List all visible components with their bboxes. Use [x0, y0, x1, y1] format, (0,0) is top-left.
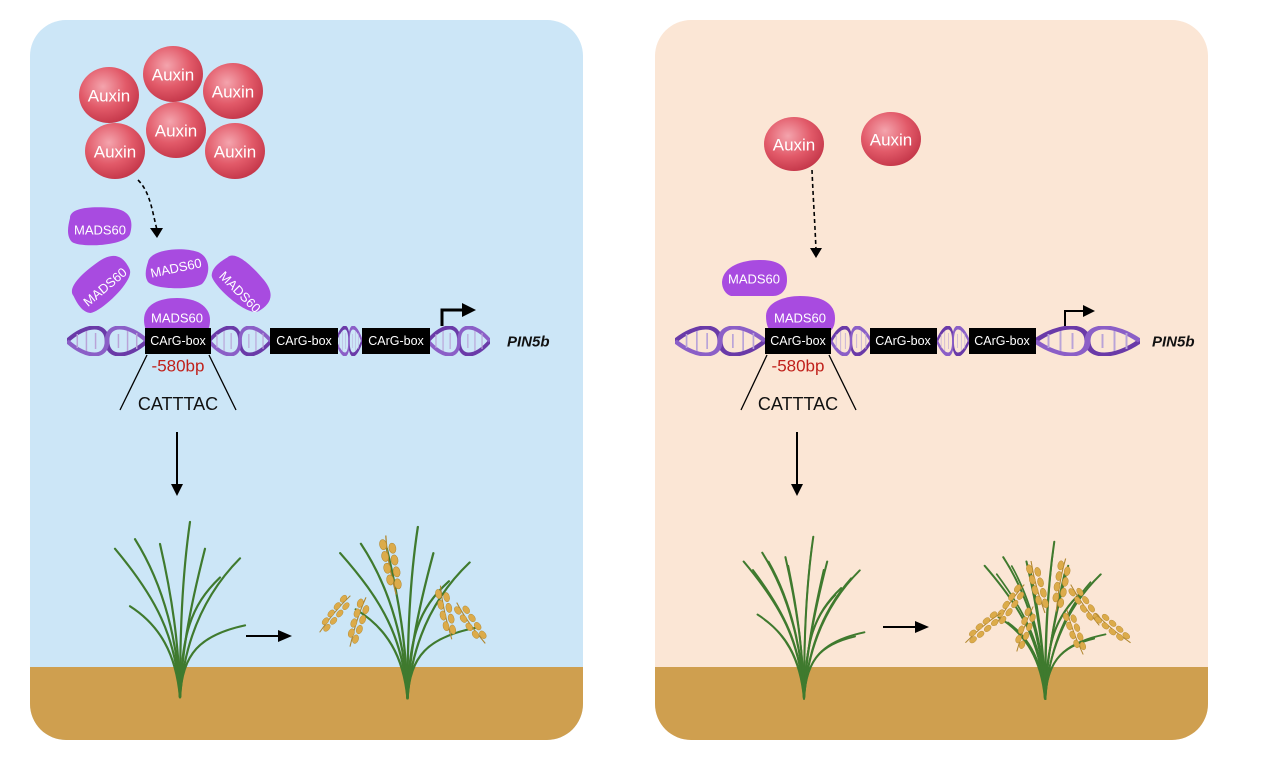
- down-arrow: [171, 432, 183, 496]
- mads60-protein-icon: [68, 207, 271, 336]
- mads60-label: MADS60: [73, 222, 127, 238]
- position-label: -580bp: [151, 356, 205, 376]
- carg-box-label: CArG-box: [770, 333, 826, 348]
- carg-box-label: CArG-box: [368, 333, 424, 348]
- transcription-start-arrow-icon: [440, 303, 476, 326]
- carg-box: [362, 328, 430, 354]
- gene-label: PIN5b: [507, 333, 550, 351]
- motif-zoom-lines: [119, 354, 237, 411]
- soil: [655, 667, 1208, 740]
- carg-box-label: CArG-box: [974, 333, 1030, 348]
- transcription-start-arrow-icon: [1064, 305, 1095, 326]
- down-arrow: [791, 432, 803, 496]
- position-label: -580bp: [771, 356, 825, 376]
- motif-zoom-lines: [740, 354, 857, 411]
- motif-sequence: CATTTAC: [757, 394, 839, 414]
- auxin-label: Auxin: [869, 130, 913, 150]
- horizontal-arrow: [246, 630, 292, 642]
- left-panel: Auxin Auxin Auxin Auxin Auxin Auxin MADS…: [30, 20, 583, 740]
- carg-box: [145, 328, 211, 354]
- carg-box: [870, 328, 937, 354]
- carg-box: [765, 328, 831, 354]
- auxin-label: Auxin: [213, 142, 257, 162]
- mads60-label: MADS60: [150, 310, 204, 326]
- right-panel: Auxin Auxin MADS60 MADS60 CArG-box CArG-…: [655, 20, 1208, 740]
- mads60-label: MADS60: [773, 310, 827, 326]
- mads60-protein-icon: [722, 260, 835, 334]
- panel-background: [655, 20, 1208, 740]
- auxin-label: Auxin: [151, 65, 195, 85]
- auxin-label: Auxin: [93, 142, 137, 162]
- carg-box-label: CArG-box: [276, 333, 332, 348]
- auxin-label: Auxin: [211, 82, 255, 102]
- left-panel-graphics: [30, 20, 583, 740]
- carg-box-label: CArG-box: [150, 333, 206, 348]
- carg-box-label: CArG-box: [875, 333, 931, 348]
- motif-sequence: CATTTAC: [137, 394, 219, 414]
- auxin-molecule-icon: [79, 46, 265, 179]
- auxin-label: Auxin: [772, 135, 816, 155]
- gene-label: PIN5b: [1152, 333, 1195, 351]
- right-panel-graphics: [655, 20, 1208, 740]
- soil: [30, 667, 583, 740]
- auxin-molecule-icon: [764, 112, 921, 171]
- auxin-label: Auxin: [154, 121, 198, 141]
- dashed-arrow: [810, 169, 822, 258]
- carg-box: [969, 328, 1036, 354]
- dashed-arrow: [137, 179, 163, 238]
- carg-box: [270, 328, 338, 354]
- horizontal-arrow: [883, 621, 929, 633]
- mads60-label: MADS60: [727, 271, 781, 287]
- auxin-label: Auxin: [87, 86, 131, 106]
